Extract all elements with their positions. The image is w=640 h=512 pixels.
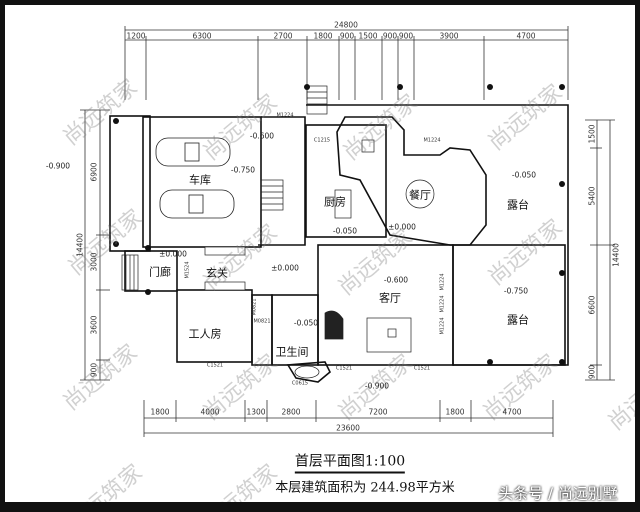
room-label-garage: 车库	[189, 173, 211, 187]
elevation-mark: -0.600	[383, 275, 409, 285]
elevation-mark: ±0.000	[271, 263, 299, 273]
source-credit: 头条号 / 尚远别墅	[498, 484, 618, 503]
door-code: M0821	[251, 298, 258, 316]
window-code: C0615	[291, 380, 309, 387]
elevation-mark: ±0.000	[159, 249, 187, 259]
dim-top: 900	[382, 31, 398, 41]
dim-ticks-left	[80, 109, 110, 381]
bathtub-icon	[294, 365, 320, 379]
elevation-mark: -0.050	[511, 170, 537, 180]
dim-top: 1500	[358, 31, 378, 41]
dining-table-icon	[405, 179, 435, 209]
stairs	[121, 85, 328, 291]
door-code: M1224	[423, 137, 441, 144]
dim-bottom: 1300	[246, 407, 266, 417]
dim-top: 900	[398, 31, 414, 41]
room-label-dining: 餐厅	[409, 188, 431, 202]
window-code: C1521	[413, 365, 431, 372]
breakfast-table-icon	[361, 139, 375, 153]
elevation-mark: -0.750	[503, 286, 529, 296]
room-label-terrace-upper: 露台	[507, 198, 529, 212]
dim-top: 900	[339, 31, 355, 41]
dim-ticks-top	[124, 26, 569, 100]
dim-top: 1200	[126, 31, 146, 41]
room-label-bathroom: 卫生间	[275, 345, 309, 359]
dim-left: 6900	[89, 162, 99, 182]
dim-bottom: 2800	[281, 407, 301, 417]
dim-bottom-total: 23600	[336, 423, 360, 433]
garage-cars	[155, 137, 235, 219]
columns	[113, 84, 565, 365]
room-label-servant-room: 工人房	[188, 327, 222, 341]
dim-top: 1800	[313, 31, 333, 41]
dim-right: 6600	[587, 295, 597, 315]
room-label-porch: 门廊	[149, 265, 171, 279]
elevation-mark: ±0.000	[388, 222, 416, 232]
dim-ticks-bottom	[143, 400, 554, 437]
room-label-foyer: 玄关	[206, 266, 228, 280]
dim-left-total: 14400	[75, 233, 85, 257]
shoe-cabinet-icon	[204, 281, 246, 291]
dim-left: 3000	[89, 252, 99, 272]
door-code: M1224	[276, 112, 294, 119]
dim-bottom: 4700	[502, 407, 522, 417]
dim-ticks-right	[585, 119, 615, 381]
room-label-living: 客厅	[379, 291, 401, 305]
drawing-title: 首层平面图1:100	[294, 451, 406, 474]
dim-top-total: 24800	[334, 20, 358, 30]
door-code: M1524	[184, 261, 191, 279]
dim-top: 4700	[516, 31, 536, 41]
kitchen-island-icon	[334, 189, 352, 219]
dim-top: 6300	[192, 31, 212, 41]
room-label-kitchen: 厨房	[324, 195, 346, 209]
shoe-cabinet-icon	[204, 246, 246, 256]
floor-area-note: 本层建筑面积为 244.98平方米	[275, 480, 455, 496]
elevation-mark: -0.050	[293, 318, 319, 328]
dim-right: 5400	[587, 186, 597, 206]
dim-left: 3600	[89, 315, 99, 335]
elevation-mark: -0.900	[45, 161, 71, 171]
door-code: M1224	[439, 317, 446, 335]
window-code: C1521	[335, 365, 353, 372]
dim-top: 3900	[439, 31, 459, 41]
elevation-mark: -0.900	[364, 381, 390, 391]
dim-bottom: 7200	[368, 407, 388, 417]
elevation-mark: -0.050	[332, 226, 358, 236]
dim-right: 900	[587, 364, 597, 380]
window-code: C1521	[206, 362, 224, 369]
door-code: M0821	[253, 318, 271, 325]
dim-bottom: 1800	[150, 407, 170, 417]
elevation-mark: -0.600	[249, 131, 275, 141]
dim-left: 900	[89, 362, 99, 378]
door-code: M1224	[439, 295, 446, 313]
room-label-terrace-lower: 露台	[507, 313, 529, 327]
dim-top: 2700	[273, 31, 293, 41]
window-code: C1215	[313, 137, 331, 144]
piano-icon	[324, 310, 344, 340]
door-code: M1224	[439, 273, 446, 291]
dim-right: 1500	[587, 124, 597, 144]
dim-bottom: 4000	[200, 407, 220, 417]
dim-right-total: 14400	[611, 243, 621, 267]
furniture	[204, 139, 435, 379]
dim-bottom: 1800	[445, 407, 465, 417]
elevation-mark: -0.750	[230, 165, 256, 175]
